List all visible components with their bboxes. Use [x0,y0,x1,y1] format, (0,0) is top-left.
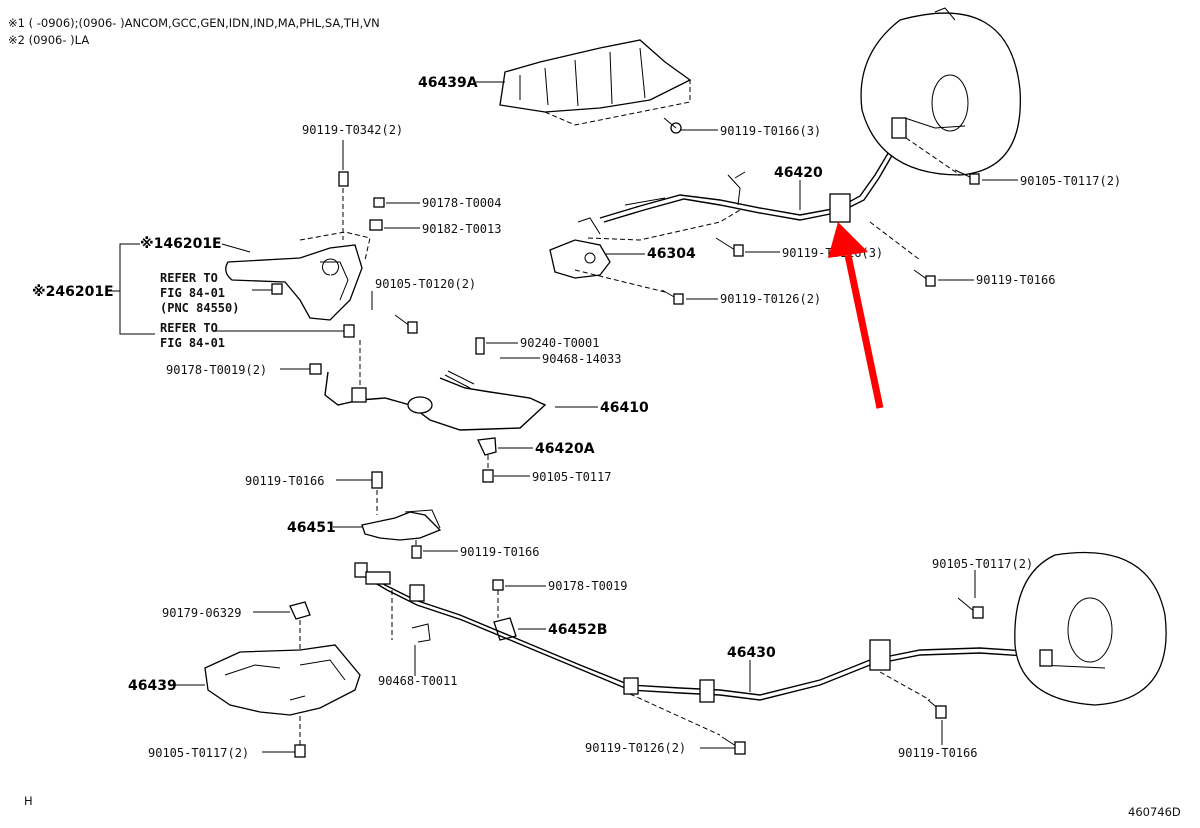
pin-90240-T0001[interactable] [475,337,485,355]
label-90105-T0117-2b[interactable]: 90105-T0117(2) [932,557,1033,571]
label-90468-T0011[interactable]: 90468-T0011 [378,674,457,688]
note-2: ※2 (0906- )LA [8,33,89,47]
bolt-ref-2[interactable] [343,324,355,338]
nut-90178-T0004[interactable] [373,197,385,208]
bolt-90119-T0126-2a[interactable] [574,269,684,305]
label-90119-T0342-2[interactable]: 90119-T0342(2) [302,123,403,137]
brake-backing-plate-lower[interactable] [1014,551,1167,706]
bolt-90105-T0117[interactable] [482,455,494,483]
label-90119-T0166d[interactable]: 90119-T0166 [898,746,977,760]
label-90105-T0120-2[interactable]: 90105-T0120(2) [375,277,476,291]
red-arrow-shaft [844,254,884,409]
bolt-90119-T0166a[interactable] [913,269,936,287]
label-46420[interactable]: 46420 [774,165,823,181]
refer2-line1: REFER TO [160,321,218,335]
heat-shield-46439[interactable] [204,644,361,716]
label-90178-T0019[interactable]: 90178-T0019 [548,579,627,593]
red-arrow-annotation [828,222,884,409]
label-46201E-2[interactable]: ※246201E [32,284,114,300]
label-90119-T0126-2b[interactable]: 90119-T0126(2) [585,741,686,755]
bolt-90119-T0126-3[interactable] [715,237,744,257]
label-90178-T0004[interactable]: 90178-T0004 [422,196,501,210]
cable-46420[interactable] [599,131,907,223]
label-90119-T0166-3[interactable]: 90119-T0166(3) [720,124,821,138]
hand-lever-46201E[interactable] [225,231,371,321]
label-90179-06329[interactable]: 90179-06329 [162,606,241,620]
refer1-line2: FIG 84-01 [160,286,225,300]
bolt-90119-T0166c[interactable] [411,540,422,559]
red-arrow-head [828,222,868,258]
bolt-90119-T0166b[interactable] [371,471,383,515]
bolt-90105-T0117-2c[interactable] [294,744,306,758]
nut-90178-T0019-2[interactable] [309,363,322,375]
switch-ref[interactable] [271,283,283,295]
nut-90178-T0019[interactable] [492,579,504,618]
label-90119-T0166b[interactable]: 90119-T0166 [245,474,324,488]
refer2-line2: FIG 84-01 [160,336,225,350]
heat-shield-46439A[interactable] [499,39,692,126]
nut-90182-T0013[interactable] [369,219,383,231]
label-46439A[interactable]: 46439A [418,75,478,91]
clamp-46452B[interactable] [493,617,517,641]
label-46420A[interactable]: 46420A [535,441,595,457]
brake-backing-plate-upper[interactable] [860,7,1021,176]
leader-46201E-1 [221,243,251,253]
refer-box-1: REFER TO FIG 84-01 (PNC 84550) [160,271,239,315]
label-46201E-1[interactable]: ※146201E [140,236,222,252]
label-46439[interactable]: 46439 [128,678,177,694]
equalizer-46304[interactable] [549,209,741,279]
cable-46410[interactable] [324,340,547,431]
label-90119-T0126-2a[interactable]: 90119-T0126(2) [720,292,821,306]
guide-bolt [869,221,921,261]
bracket-46420A[interactable] [477,437,497,456]
bolt-90119-T0126-2b[interactable] [721,736,746,755]
label-90468-14033[interactable]: 90468-14033 [542,352,621,366]
refer1-line3: (PNC 84550) [160,301,239,315]
label-46304[interactable]: 46304 [647,246,696,262]
bolt-90119-T0166d[interactable] [927,699,947,719]
label-46410[interactable]: 46410 [600,400,649,416]
bolt-90105-T0117-2b[interactable] [957,597,984,619]
footer-code-left: H [24,794,33,808]
label-90119-T0166c[interactable]: 90119-T0166 [460,545,539,559]
guide-plate [905,137,961,176]
label-90105-T0117[interactable]: 90105-T0117 [532,470,611,484]
refer1-line1: REFER TO [160,271,218,285]
bolt-90119-T0166-3[interactable] [663,117,682,134]
label-46430[interactable]: 46430 [727,645,776,661]
label-90105-T0117-2c[interactable]: 90105-T0117(2) [148,746,249,760]
label-46451[interactable]: 46451 [287,520,336,536]
label-90178-T0019-2[interactable]: 90178-T0019(2) [166,363,267,377]
bolt-90105-T0117-2a[interactable] [954,169,980,185]
label-90182-T0013[interactable]: 90182-T0013 [422,222,501,236]
cable-46430[interactable] [354,562,1041,736]
footer-figure-id: 460746D [1128,805,1181,819]
bolt-90105-T0120[interactable] [394,314,418,334]
clip-90179-06329[interactable] [289,601,311,745]
bracket-46451[interactable] [361,509,442,541]
refer-box-2: REFER TO FIG 84-01 [160,321,225,350]
note-1: ※1 ( -0906);(0906- )ANCOM,GCC,GEN,IDN,IN… [8,16,380,30]
bolt-90119-T0342[interactable] [338,171,349,240]
label-90240-T0001[interactable]: 90240-T0001 [520,336,599,350]
label-46452B[interactable]: 46452B [548,622,607,638]
bracket-46201E [108,243,155,335]
label-90105-T0117-2a[interactable]: 90105-T0117(2) [1020,174,1121,188]
label-90119-T0166a[interactable]: 90119-T0166 [976,273,1055,287]
